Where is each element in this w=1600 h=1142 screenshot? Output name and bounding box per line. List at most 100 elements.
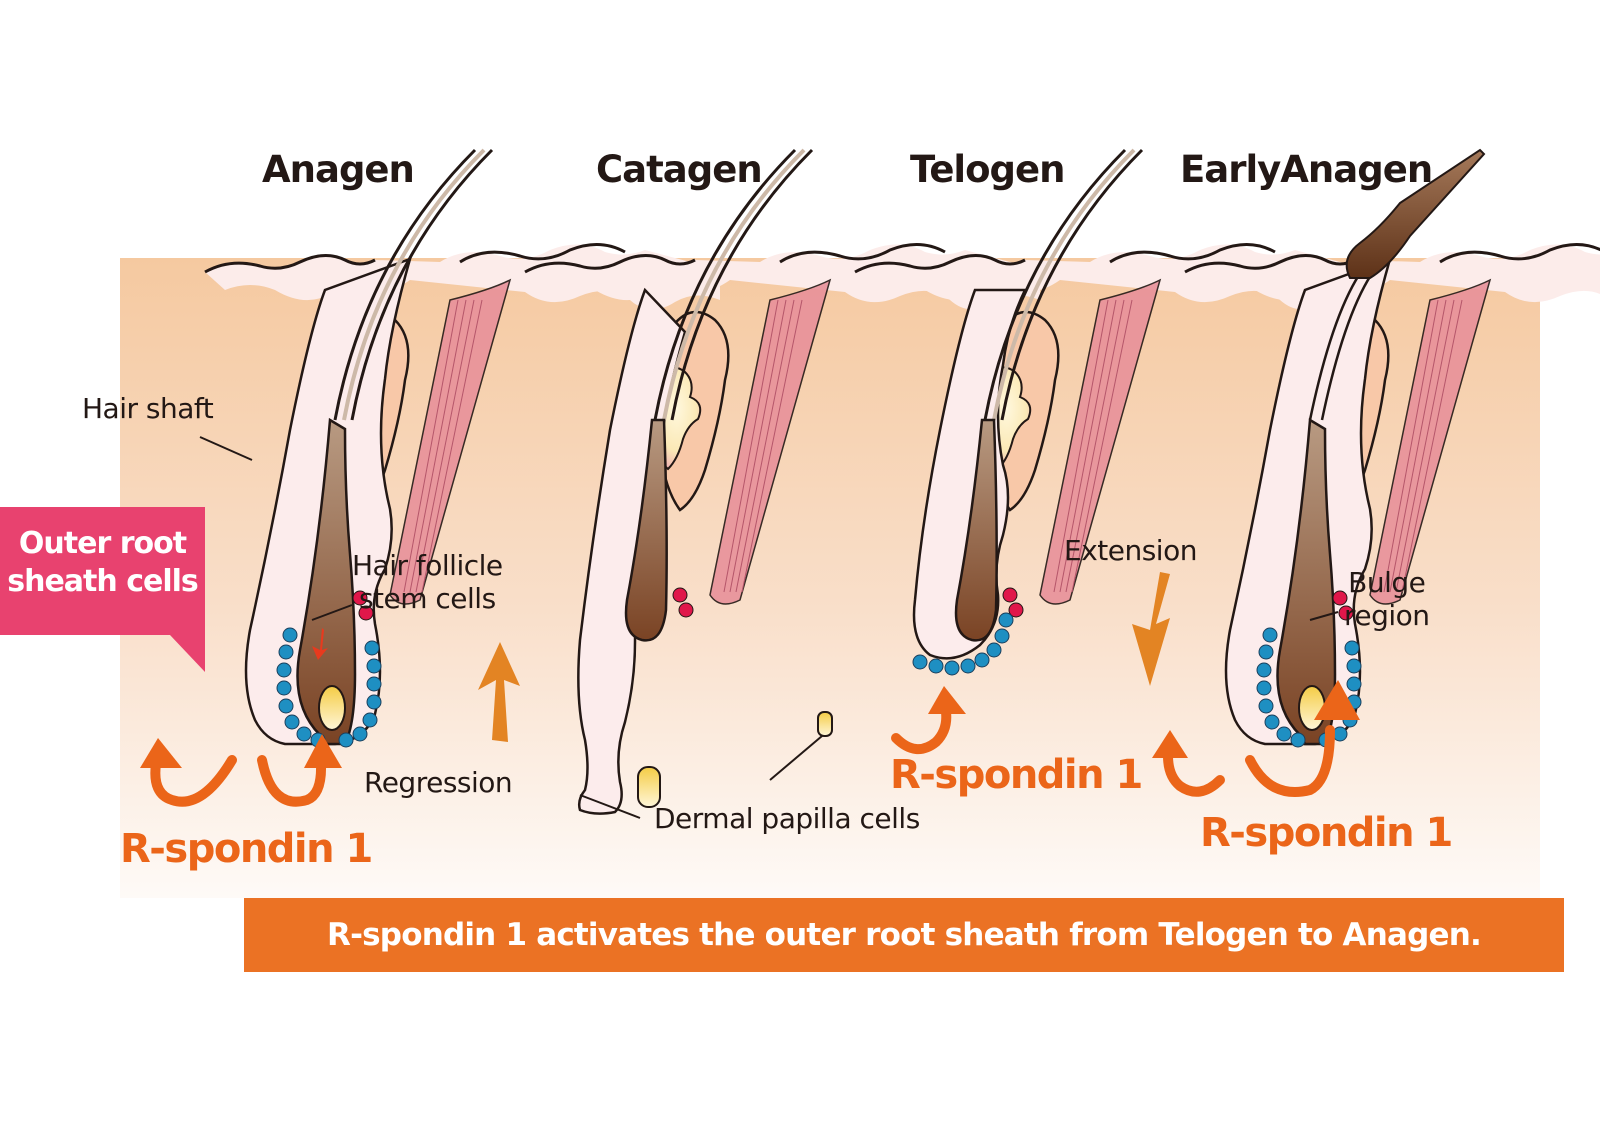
rspondin-arrow-right-head (304, 734, 342, 768)
epidermis (525, 244, 1040, 310)
hair-shaft-line (350, 148, 494, 421)
outer-root-sheath-cell (276, 662, 292, 678)
muscle-fiber (1065, 299, 1125, 593)
club-hair (624, 418, 668, 642)
arrector-pili-muscle (389, 278, 512, 605)
outer-root-sheath-callout-text: Outer root sheath cells (0, 525, 205, 601)
outer-root-sheath-cell (338, 732, 354, 748)
outer-root-sheath-cell (1344, 640, 1360, 656)
epidermis (205, 244, 720, 310)
muscle-fiber (1383, 299, 1439, 593)
stem-cell (1332, 590, 1348, 606)
phase-title-early-anagen: EarlyAnagen (1180, 148, 1433, 191)
rspondin-arrow-left (150, 755, 237, 807)
stem-cell (1008, 602, 1024, 618)
shed-club-hair (1345, 148, 1486, 279)
arrector-pili-muscle (709, 278, 832, 605)
hair-bulb (296, 417, 357, 746)
muscle-fiber (1059, 299, 1117, 593)
epidermis-outline (1439, 243, 1600, 264)
outer-root-sheath-cell (1258, 698, 1274, 714)
phase-title-anagen: Anagen (262, 148, 415, 191)
label-regression: Regression (364, 766, 513, 799)
dermal-papilla (637, 766, 661, 808)
outer-root-sheath-callout (0, 507, 205, 635)
muscle-fiber (409, 299, 467, 593)
muscle-fiber (741, 299, 803, 593)
outer-root-sheath-cell (1256, 680, 1272, 696)
arrector-pili-muscle (1369, 278, 1492, 605)
stem-cell (678, 602, 694, 618)
phase-title-telogen: Telogen (910, 148, 1065, 191)
label-extension: Extension (1064, 534, 1197, 567)
outer-root-sheath-cell (362, 712, 378, 728)
rspondin-arrow-left-head (140, 738, 182, 768)
outer-root-sheath-cell (278, 644, 294, 660)
outer-root-sheath-cell (366, 676, 382, 692)
rspondin-arrow-early-right-head (1314, 680, 1360, 720)
hair-shaft-line (333, 148, 477, 421)
rspondin-arrow-telogen-head (928, 686, 966, 714)
outer-root-sheath-cell (912, 654, 928, 670)
club-hair (954, 418, 998, 642)
dermal-papilla (1298, 685, 1326, 731)
stem-cell (352, 590, 368, 606)
stem-cell (1002, 587, 1018, 603)
outer-root-sheath-cell (960, 658, 976, 674)
epidermis-outline (1184, 254, 1356, 274)
rspondin-arrow-early-right (1245, 725, 1335, 797)
dermal-papilla (318, 685, 346, 731)
outer-root-sheath-cell (284, 714, 300, 730)
epidermis (855, 244, 1370, 310)
phase-title-catagen: Catagen (596, 148, 763, 191)
follicle-anagen (204, 148, 720, 748)
epidermis-outline (1109, 243, 1276, 264)
label-outer-root-line2: sheath cells (7, 564, 199, 599)
papilla-pointer (579, 794, 641, 819)
outer-root-sheath-cell (974, 652, 990, 668)
rspondin-arrow-early-left-head (1152, 730, 1188, 758)
outer-root-sheath-cell (1276, 726, 1292, 742)
hair-shaft-fill (342, 148, 486, 421)
pointer-line (769, 735, 823, 781)
outer-root-sheath-cell (1290, 732, 1306, 748)
epidermis-outline (459, 243, 626, 264)
outer-root-sheath-cell (998, 612, 1014, 628)
outer-root-sheath-cell (1346, 676, 1362, 692)
outer-root-sheath-cell (278, 698, 294, 714)
muscle-fiber (1071, 299, 1133, 593)
label-bulge-region: Bulge region (1344, 566, 1430, 632)
outer-root-sheath-cell (928, 658, 944, 674)
label-dermal-papilla: Dermal papilla cells (654, 802, 920, 835)
outer-root-sheath-cell (944, 660, 960, 676)
summary-banner (244, 898, 1564, 972)
hair-shaft-line (1000, 148, 1144, 421)
follicle-catagen (524, 148, 1040, 815)
follicle-early (1184, 148, 1600, 748)
label-stem-cells-line1: Hair follicle (352, 549, 503, 582)
rspondin-arrow-right (257, 755, 327, 807)
hair-shaft-line (653, 148, 797, 421)
outer-root-sheath-cell (1256, 662, 1272, 678)
label-stem-cells-line2: stem cells (358, 582, 496, 615)
outer-root-sheath-cell (1346, 658, 1362, 674)
outer-root-sheath-cell (366, 658, 382, 674)
outer-root-sheath-cell (1264, 714, 1280, 730)
outer-root-sheath-cell (1262, 627, 1278, 643)
muscle-fiber (1053, 299, 1109, 593)
muscle-fiber (729, 299, 787, 593)
outer-root-sheath-cell (276, 680, 292, 696)
muscle-fiber (1401, 299, 1463, 593)
outer-root-sheath-cell (352, 726, 368, 742)
hair-shaft-pointer (199, 436, 253, 461)
label-outer-root-line1: Outer root (18, 526, 187, 561)
label-rspondin-early-anagen: R-spondin 1 (1200, 810, 1453, 856)
epidermis-outline (204, 254, 376, 274)
extension-arrow (1132, 572, 1170, 686)
outer-root-sheath-cell (364, 640, 380, 656)
label-hair-shaft: Hair shaft (82, 392, 214, 425)
dermal-papilla (817, 711, 833, 737)
hair-shaft-line (983, 148, 1127, 421)
